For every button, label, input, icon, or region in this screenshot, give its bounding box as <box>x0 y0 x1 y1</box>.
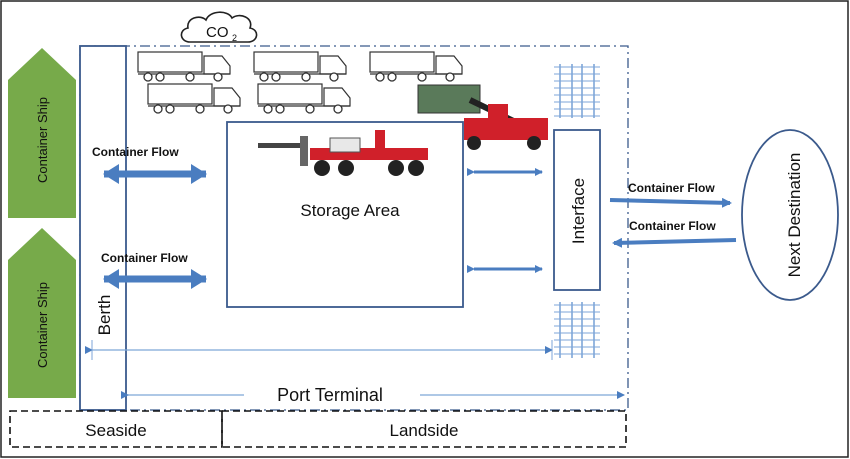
container-ship-top-label: Container Ship <box>35 97 50 183</box>
truck-fleet <box>137 51 463 114</box>
berth-label: Berth <box>95 295 114 336</box>
berth-box <box>79 45 127 411</box>
landside-box <box>221 410 627 448</box>
next-destination-label: Next Destination <box>785 153 804 278</box>
inbound-flow-arrow <box>612 237 737 248</box>
seaside-box <box>9 410 223 448</box>
truck-icon <box>257 83 351 114</box>
port-terminal-label: Port Terminal <box>277 385 383 405</box>
co2-subscript: 2 <box>232 33 237 43</box>
co2-label: CO <box>206 24 229 41</box>
storage-area-label: Storage Area <box>300 201 400 220</box>
container-flow-label-bottom: Container Flow <box>101 251 188 265</box>
container-ship-bottom: Container Ship <box>8 228 76 398</box>
landside-label: Landside <box>389 421 458 440</box>
container-flow-label-top: Container Flow <box>92 145 179 159</box>
container-ship-bottom-label: Container Ship <box>35 282 50 368</box>
reach-stacker-icon <box>417 84 548 150</box>
interface-box <box>553 129 601 291</box>
container-flow-label-inbound: Container Flow <box>629 219 716 233</box>
rail-tracks <box>554 64 600 358</box>
truck-icon <box>253 51 347 82</box>
container-flow-label-outbound: Container Flow <box>628 181 715 195</box>
co2-cloud-icon: CO 2 <box>180 11 258 43</box>
truck-icon <box>369 51 463 82</box>
next-destination-ellipse <box>741 129 839 301</box>
interface-label: Interface <box>569 178 588 244</box>
container-ship-top: Container Ship <box>8 48 76 218</box>
truck-icon <box>147 83 241 114</box>
outbound-flow-arrow <box>609 197 732 208</box>
truck-icon <box>137 51 231 82</box>
seaside-label: Seaside <box>85 421 146 440</box>
container-handler-icon <box>258 130 428 176</box>
